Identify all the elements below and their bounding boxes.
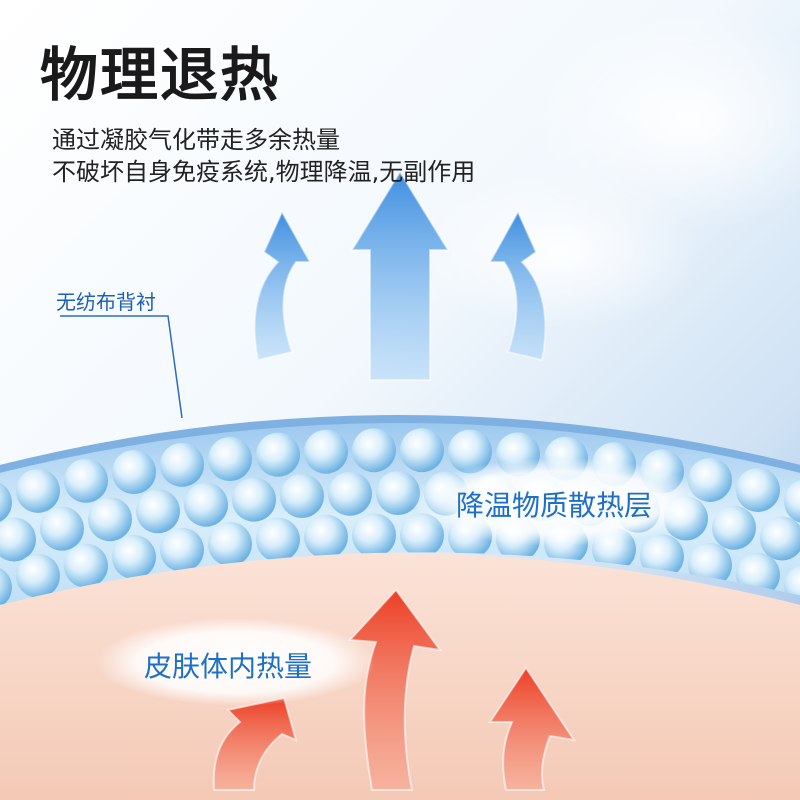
gel-bead-icon	[304, 429, 348, 474]
gel-bead-icon	[256, 517, 300, 562]
gel-bead-icon	[352, 513, 396, 558]
gel-bead-icon	[304, 514, 348, 559]
cloud	[420, 170, 700, 330]
gel-bead-icon	[400, 428, 444, 473]
gel-bead-icon	[112, 450, 156, 495]
label-skin-heat: 皮肤体内热量	[144, 650, 313, 683]
gel-bead-icon	[640, 534, 684, 579]
cool-up-arrow-icon	[350, 170, 450, 381]
gel-bead-icon	[232, 477, 276, 522]
heat-up-arrow-icon	[212, 696, 298, 791]
gel-bead-icon	[760, 516, 800, 561]
label-glow	[96, 618, 376, 706]
gel-bead-icon	[712, 505, 756, 550]
gel-bead-icon	[16, 553, 60, 598]
gel-bead-icon	[280, 473, 324, 518]
gel-bead-icon	[208, 437, 252, 482]
backing-layer	[0, 415, 800, 485]
gel-bead-icon	[136, 489, 180, 534]
gel-bead-icon	[208, 522, 252, 567]
heat-up-arrow-icon	[347, 588, 443, 791]
gel-bead-icon	[376, 471, 420, 516]
gel-bead-icon	[352, 428, 396, 473]
gel-bead-icon	[328, 471, 372, 516]
heat-up-arrow-icon	[488, 666, 577, 791]
gel-bead-icon	[64, 458, 108, 503]
gel-bead-icon	[256, 432, 300, 477]
gel-bead-icon	[784, 479, 800, 524]
gel-bead-icon	[16, 468, 60, 513]
cool-up-arrow-icon	[488, 209, 547, 362]
gel-bead-icon	[64, 543, 108, 588]
description-line: 通过凝胶气化带走多余热量	[52, 126, 340, 154]
label-cooling-layer: 降温物质散热层	[456, 489, 653, 522]
gel-bead-icon	[0, 480, 12, 525]
gel-bead-icon	[40, 506, 84, 551]
gel-bead-icon	[736, 467, 780, 512]
label-backing: 无纺布背衬	[56, 290, 156, 314]
gel-bead-icon	[448, 429, 492, 474]
gel-bead-icon	[112, 535, 156, 580]
gel-bead-icon	[160, 527, 204, 572]
page-title: 物理退热	[40, 41, 281, 109]
cool-up-arrow-icon	[253, 209, 312, 362]
gel-bead-icon	[184, 482, 228, 527]
label-glow	[410, 458, 710, 546]
gel-bead-icon	[88, 497, 132, 542]
backing-leader-line	[60, 315, 183, 419]
description-line: 不破坏自身免疫系统,物理降温,无副作用	[52, 158, 476, 186]
gel-bead-icon	[160, 442, 204, 487]
gel-bead-icon	[0, 517, 36, 562]
gel-bead-icon	[0, 565, 12, 610]
